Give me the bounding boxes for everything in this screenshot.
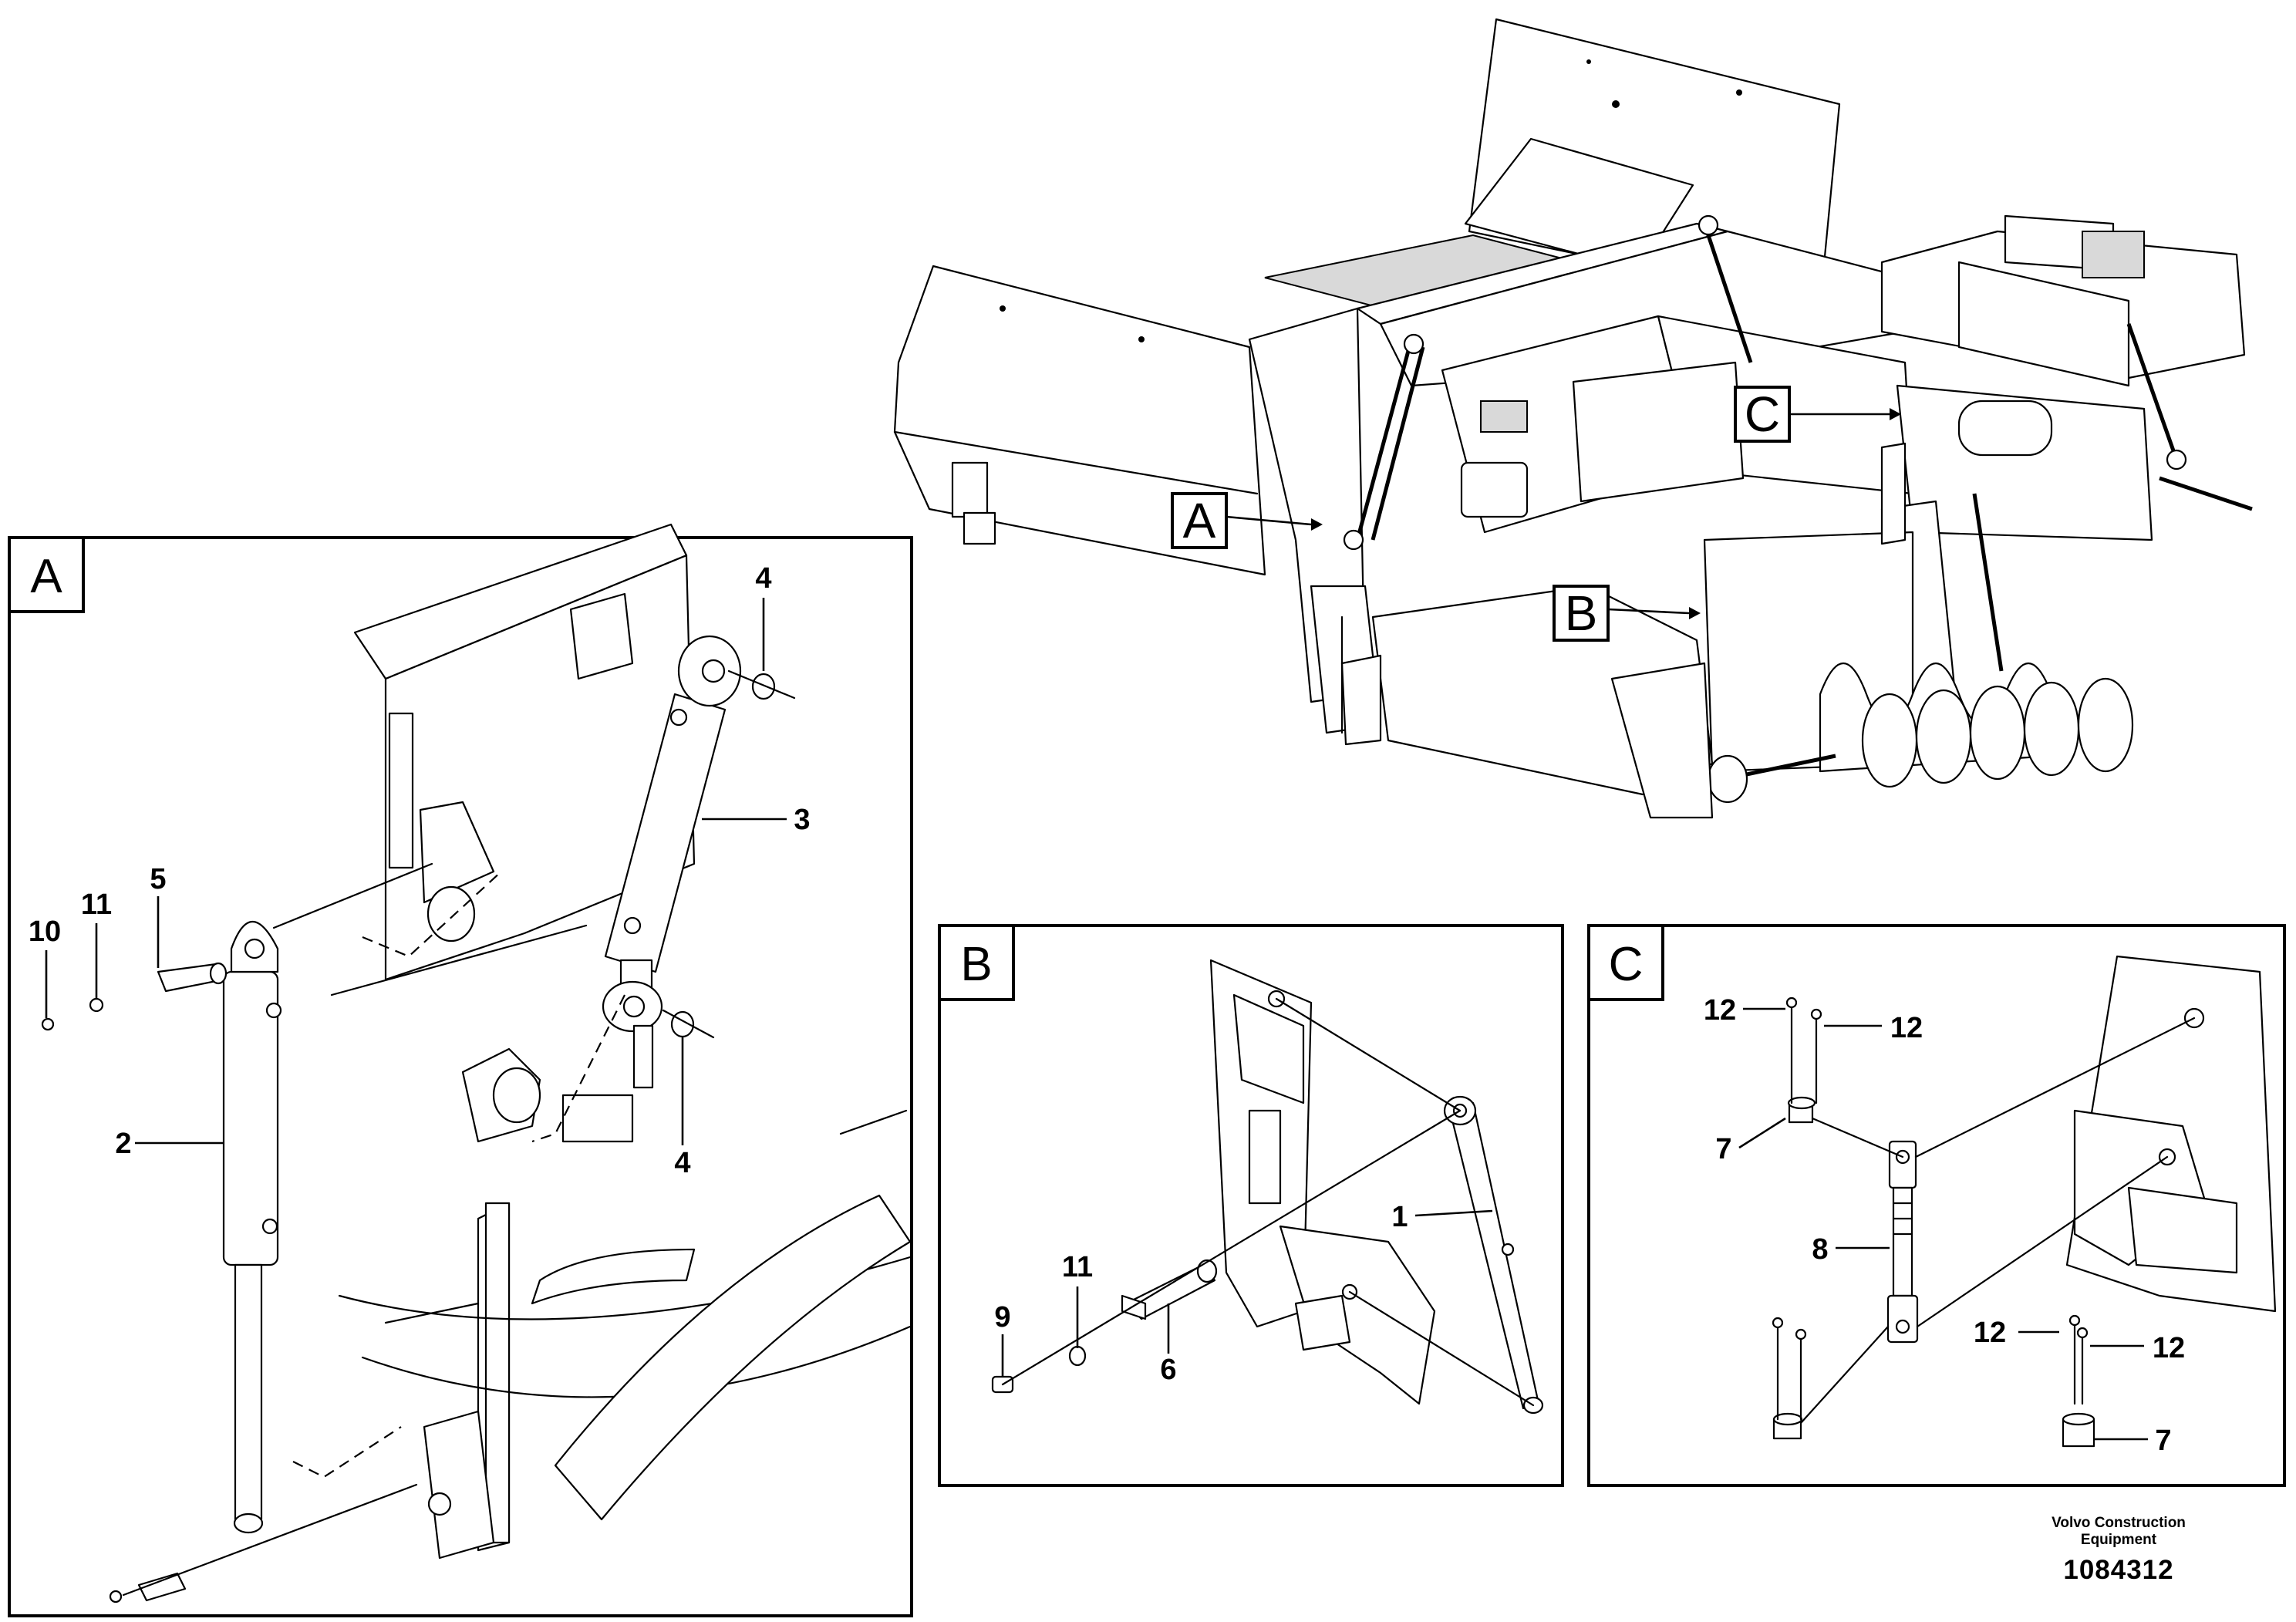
overview-label-c: C <box>1734 386 1901 443</box>
callout-c-12-c: 12 <box>1974 1317 2006 1349</box>
screw-10-a <box>41 1017 55 1031</box>
panel-c-letter: C <box>1609 938 1644 991</box>
detail-panel-b: B 1 6 9 11 <box>938 924 1564 1487</box>
drawing-number: 1084312 <box>2063 1555 2174 1585</box>
auger-flights <box>1819 662 2134 788</box>
detail-panel-a: A <box>8 523 913 1617</box>
callout-c-7-bottom: 7 <box>2155 1425 2171 1457</box>
washer-11-b <box>1068 1345 1087 1367</box>
overview-machine-drawing <box>893 18 2253 819</box>
callout-b-6: 6 <box>1160 1354 1176 1386</box>
callout-a-5: 5 <box>150 863 166 895</box>
drawing-footer: Volvo Construction Equipment 1084312 <box>2018 1515 2219 1586</box>
gas-strut-1 <box>1443 1095 1544 1415</box>
cylinder-2 <box>222 920 282 1534</box>
svg-text:C: C <box>1745 386 1780 442</box>
detail-panel-c: C <box>1587 924 2286 1487</box>
callout-a-2: 2 <box>115 1128 131 1160</box>
callout-a-3: 3 <box>794 804 810 836</box>
cylinder-3 <box>602 635 742 1089</box>
callout-c-8: 8 <box>1812 1233 1828 1266</box>
callout-b-1: 1 <box>1391 1201 1408 1233</box>
svg-text:A: A <box>1183 493 1216 548</box>
callout-c-12-d: 12 <box>2153 1332 2185 1364</box>
callout-c-12-b: 12 <box>1890 1012 1923 1044</box>
panel-a-letter: A <box>30 550 62 603</box>
panel-b-letter: B <box>960 938 992 991</box>
callout-a-11: 11 <box>81 889 112 921</box>
svg-text:B: B <box>1565 585 1598 641</box>
callout-a-10: 10 <box>29 916 61 948</box>
callout-b-11: 11 <box>1062 1251 1093 1283</box>
turnbuckle-8 <box>1886 1140 1919 1344</box>
callout-a-4-bottom: 4 <box>674 1147 690 1179</box>
callout-a-4-top: 4 <box>755 562 771 595</box>
overview-label-a: A <box>1171 492 1323 549</box>
callout-c-7-top: 7 <box>1715 1133 1731 1165</box>
cotter-pins-12 <box>1772 996 1822 1421</box>
washer-11-a <box>89 997 104 1013</box>
callout-c-12-a: 12 <box>1704 994 1736 1027</box>
overview-label-b: B <box>1553 585 1701 642</box>
washer-4-top <box>751 673 776 700</box>
manufacturer-label: Volvo Construction Equipment <box>2052 1515 2186 1548</box>
callout-b-9: 9 <box>994 1301 1010 1334</box>
pin-5 <box>157 962 228 993</box>
screw-10-b <box>109 1590 123 1603</box>
